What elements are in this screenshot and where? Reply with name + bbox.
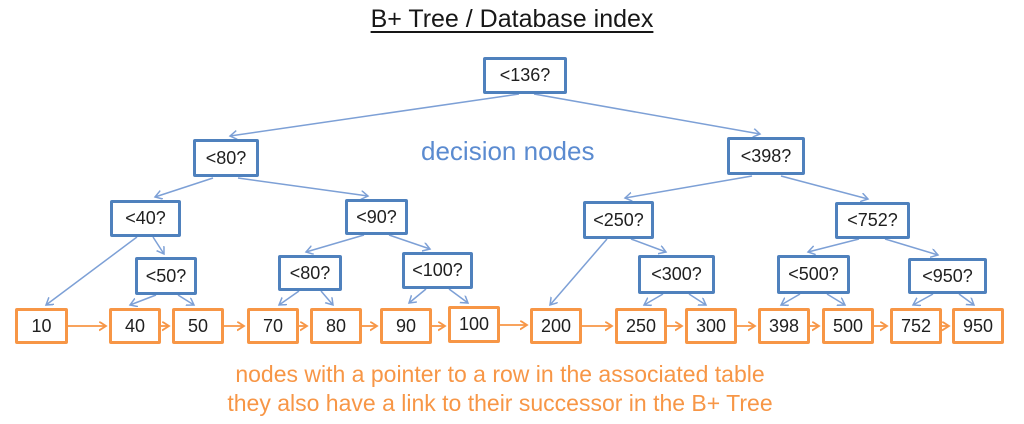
leaf-node-100: 100: [448, 306, 500, 343]
leaf-node-950: 950: [952, 308, 1004, 344]
decision-edge-arrow: [780, 175, 868, 199]
decision-node-950: <950?: [908, 258, 987, 294]
decision-edge-arrow: [320, 290, 333, 305]
decision-edge-arrow: [781, 293, 801, 305]
decision-node-40: <40?: [110, 200, 181, 237]
decision-edge-arrow: [808, 238, 860, 252]
decision-edges: [46, 93, 974, 305]
leaf-node-300: 300: [685, 308, 737, 344]
decision-edge-arrow: [913, 293, 934, 305]
decision-node-80-l4: <80?: [278, 255, 342, 291]
decision-edge-arrow: [630, 238, 666, 252]
decision-node-752: <752?: [835, 202, 910, 239]
successor-edges: [68, 325, 949, 326]
decision-edge-arrow: [230, 93, 520, 136]
leaf-node-500: 500: [822, 308, 874, 344]
decision-node-250: <250?: [583, 201, 654, 239]
leaf-node-398: 398: [758, 308, 810, 344]
decision-node-80: <80?: [193, 139, 259, 177]
leaf-caption-line2: they also have a link to their successor…: [227, 390, 773, 416]
decision-edge-arrow: [279, 290, 300, 305]
decision-node-50: <50?: [135, 257, 197, 295]
leaf-node-80: 80: [310, 308, 362, 344]
decision-edge-arrow: [826, 293, 845, 305]
decision-node-100: <100?: [402, 252, 473, 289]
decision-edge-arrow: [448, 288, 468, 303]
decision-edge-arrow: [625, 175, 753, 198]
leaf-caption-line1: nodes with a pointer to a row in the ass…: [235, 361, 765, 387]
decision-edge-arrow: [533, 93, 760, 134]
decision-edge-arrow: [644, 293, 664, 305]
leaf-node-200: 200: [530, 308, 582, 344]
decision-node-90: <90?: [345, 199, 408, 235]
leaf-node-250: 250: [615, 308, 667, 344]
decision-node-500: <500?: [777, 255, 850, 294]
decision-edge-arrow: [177, 294, 194, 305]
decision-edge-arrow: [130, 294, 157, 305]
decision-edge-arrow: [958, 293, 974, 305]
decision-node-300: <300?: [638, 255, 715, 294]
leaf-node-10: 10: [15, 308, 68, 344]
leaf-node-752: 752: [890, 308, 942, 344]
leaf-node-70: 70: [247, 308, 299, 344]
decision-edge-arrow: [152, 236, 164, 254]
decision-edge-arrow: [155, 177, 214, 197]
decision-node-398: <398?: [727, 137, 805, 175]
decision-edge-arrow: [306, 234, 365, 252]
decision-nodes-annotation: decision nodes: [421, 136, 595, 166]
decision-edge-arrow: [237, 177, 368, 196]
decision-edge-arrow: [688, 293, 706, 305]
leaf-node-40: 40: [109, 308, 161, 344]
decision-edge-arrow: [884, 238, 938, 255]
decision-edge-arrow: [409, 288, 427, 303]
decision-edge-arrow: [46, 236, 138, 305]
decision-node-136: <136?: [483, 57, 567, 94]
diagram-title: B+ Tree / Database index: [370, 5, 654, 33]
decision-edge-arrow: [388, 234, 430, 249]
decision-edge-arrow: [550, 238, 608, 305]
leaf-node-90: 90: [380, 308, 432, 344]
leaf-node-50: 50: [172, 308, 224, 344]
